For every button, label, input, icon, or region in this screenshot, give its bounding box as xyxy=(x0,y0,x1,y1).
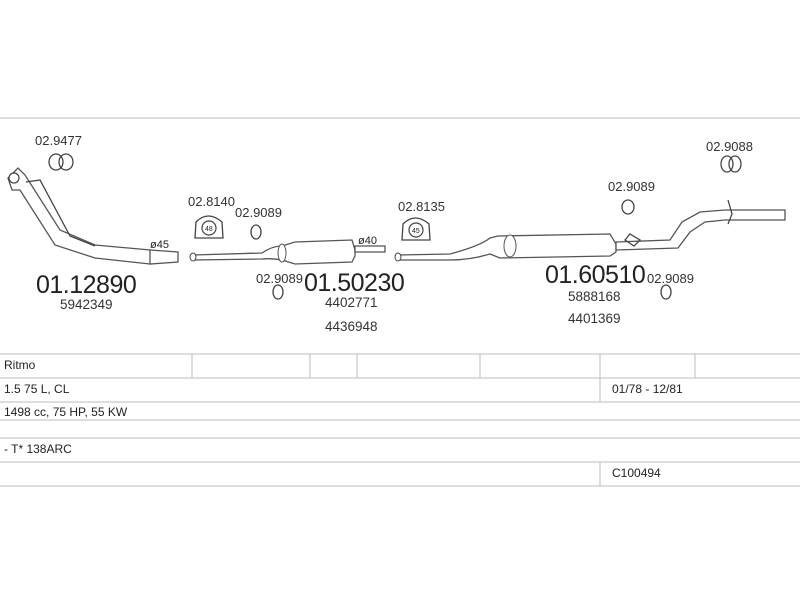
diameter-front: ø45 xyxy=(150,239,169,251)
table-code: C100494 xyxy=(612,466,661,480)
mount-a-diameter-label: 48 xyxy=(205,226,213,233)
rear-silencer-oem-2: 4401369 xyxy=(568,311,621,326)
front-pipe-number: 01.12890 xyxy=(36,271,136,299)
middle-silencer-part xyxy=(189,239,386,265)
front-pipe-oem: 5942349 xyxy=(60,297,113,312)
rear-silencer-number: 01.60510 xyxy=(545,261,645,289)
clamp-front-number: 02.9477 xyxy=(35,133,82,148)
ring-c-icon xyxy=(621,199,635,215)
table-specs: 1498 cc, 75 HP, 55 KW xyxy=(4,405,128,419)
ring-a-number: 02.9089 xyxy=(235,205,282,220)
table-type: - T* 138ARC xyxy=(4,442,72,456)
table-model: Ritmo xyxy=(4,358,36,372)
ring-d-number: 02.9089 xyxy=(647,271,694,286)
ring-a-icon xyxy=(250,224,262,240)
ring-b-number: 02.9089 xyxy=(256,271,303,286)
clamp-rear-number: 02.9088 xyxy=(706,139,753,154)
mid-silencer-number: 01.50230 xyxy=(304,269,404,297)
mount-b-icon xyxy=(401,217,431,241)
front-pipe-part xyxy=(7,167,179,265)
ring-d-icon xyxy=(660,284,672,300)
mid-silencer-oem-2: 4436948 xyxy=(325,319,378,334)
ring-c-number: 02.9089 xyxy=(608,179,655,194)
rear-silencer-part xyxy=(394,199,786,262)
mount-b-number: 02.8135 xyxy=(398,199,445,214)
table-engine: 1.5 75 L, CL xyxy=(4,382,70,396)
mid-silencer-oem-1: 4402771 xyxy=(325,295,378,310)
rear-silencer-oem-1: 5888168 xyxy=(568,289,621,304)
mount-a-number: 02.8140 xyxy=(188,194,235,209)
mount-b-diameter-label: 45 xyxy=(412,228,420,235)
table-date: 01/78 - 12/81 xyxy=(612,382,683,396)
spec-table-grid xyxy=(0,353,800,487)
diameter-mid: ø40 xyxy=(358,235,377,247)
ring-b-icon xyxy=(272,284,284,300)
clamp-front-icon xyxy=(48,153,74,171)
mount-a-icon xyxy=(194,215,224,239)
clamp-rear-icon xyxy=(720,155,742,173)
